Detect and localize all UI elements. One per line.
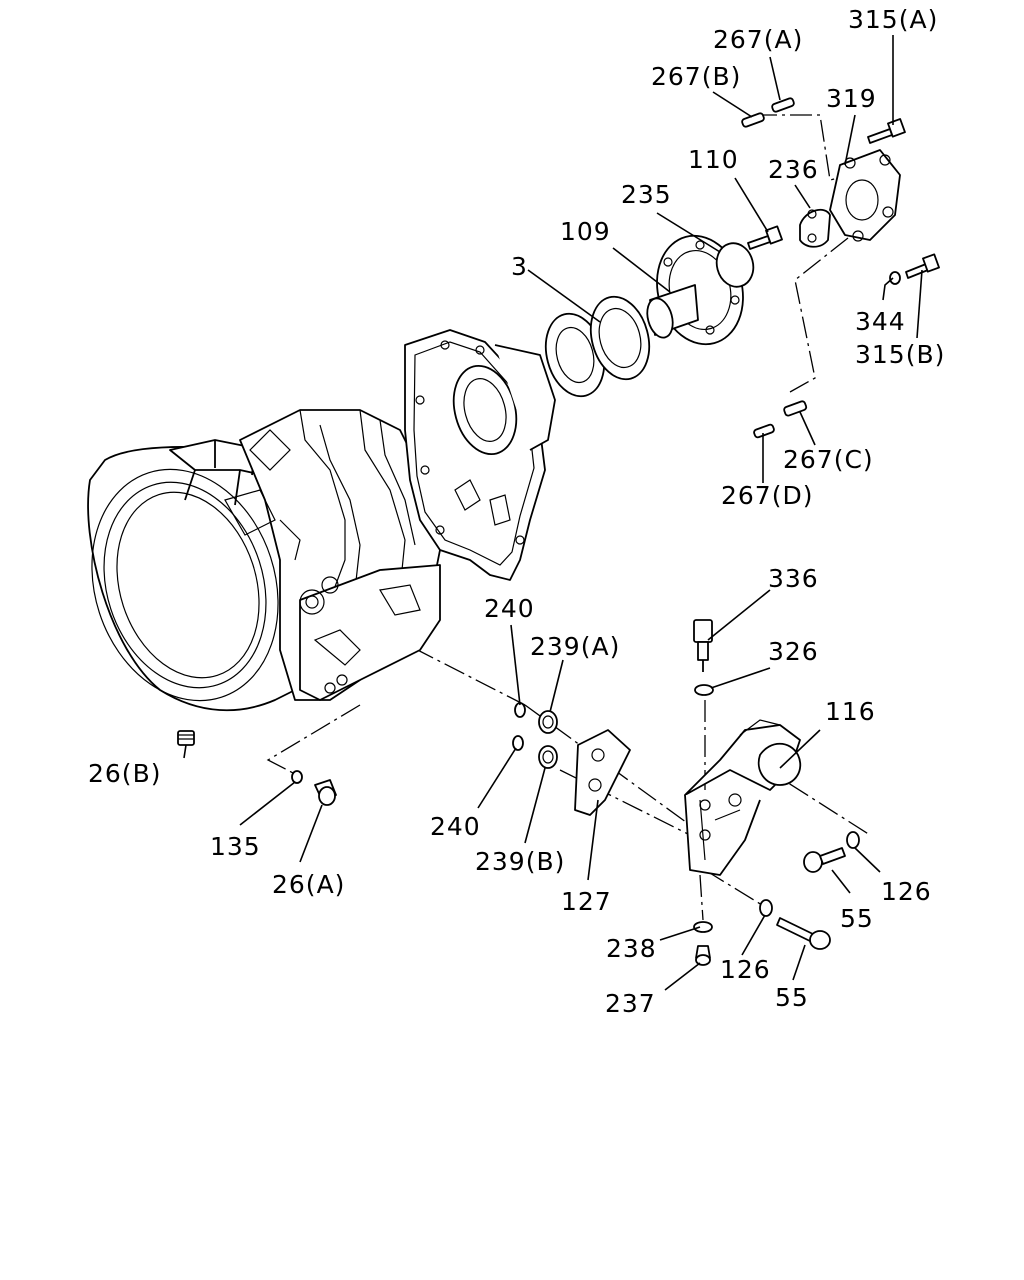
bolt-315-a xyxy=(867,118,906,144)
label-135: 135 xyxy=(210,832,261,861)
label-126-right: 126 xyxy=(881,877,932,906)
label-237: 237 xyxy=(605,989,656,1018)
label-315a: 315(A) xyxy=(848,5,938,34)
label-110: 110 xyxy=(688,145,739,174)
label-26a: 26(A) xyxy=(272,870,345,899)
label-239a: 239(A) xyxy=(530,632,620,661)
label-267a: 267(A) xyxy=(713,25,803,54)
label-236: 236 xyxy=(768,155,819,184)
leader-lines xyxy=(183,35,923,991)
label-55-right: 55 xyxy=(840,904,874,933)
washer-126-b xyxy=(759,899,773,917)
valve-body-116 xyxy=(684,719,802,876)
bearing-3 xyxy=(544,295,651,398)
label-344: 344 xyxy=(855,307,906,336)
seal-239-b xyxy=(538,745,558,769)
label-240-top: 240 xyxy=(484,594,535,623)
label-267c: 267(C) xyxy=(783,445,874,474)
gasket-127 xyxy=(574,729,631,816)
label-240-bottom: 240 xyxy=(430,812,481,841)
bolt-110 xyxy=(747,225,783,250)
label-235: 235 xyxy=(621,180,672,209)
label-26b: 26(B) xyxy=(88,759,161,788)
extension-housing xyxy=(404,329,556,581)
bolt-55-a xyxy=(803,847,846,873)
switch-336 xyxy=(693,619,713,672)
oring-240-b xyxy=(512,735,524,751)
part-labels: 315(A) 267(A) 267(B) 319 110 236 235 109… xyxy=(88,5,945,1018)
pin-267-b xyxy=(741,112,765,128)
washer-238 xyxy=(693,921,713,933)
plug-26-a xyxy=(314,779,337,806)
bolt-55-b xyxy=(776,917,831,950)
plug-26-b xyxy=(177,730,195,746)
label-3: 3 xyxy=(511,252,528,281)
washer-326 xyxy=(694,684,714,696)
washer-344 xyxy=(889,271,901,285)
oring-135 xyxy=(291,770,303,784)
label-238: 238 xyxy=(606,934,657,963)
label-126-bottom: 126 xyxy=(720,955,771,984)
label-109: 109 xyxy=(560,217,611,246)
pin-267-a xyxy=(771,97,795,113)
pin-267-d xyxy=(753,423,775,439)
label-239b: 239(B) xyxy=(475,847,565,876)
seal-239-a xyxy=(538,710,558,734)
plug-237 xyxy=(695,945,711,966)
cover-319 xyxy=(829,149,901,242)
label-55-bottom: 55 xyxy=(775,983,809,1012)
label-319: 319 xyxy=(826,84,877,113)
label-127: 127 xyxy=(561,887,612,916)
label-336: 336 xyxy=(768,564,819,593)
transmission-case xyxy=(87,409,441,712)
washer-126-a xyxy=(846,831,860,849)
label-116: 116 xyxy=(825,697,876,726)
gasket-236 xyxy=(799,208,831,248)
pin-267-c xyxy=(783,400,808,417)
bolt-315-b xyxy=(905,253,940,279)
label-267d: 267(D) xyxy=(721,481,813,510)
plate-235 xyxy=(715,242,755,288)
oring-240-a xyxy=(514,702,526,718)
label-315b: 315(B) xyxy=(855,340,945,369)
label-267b: 267(B) xyxy=(651,62,741,91)
label-326: 326 xyxy=(768,637,819,666)
